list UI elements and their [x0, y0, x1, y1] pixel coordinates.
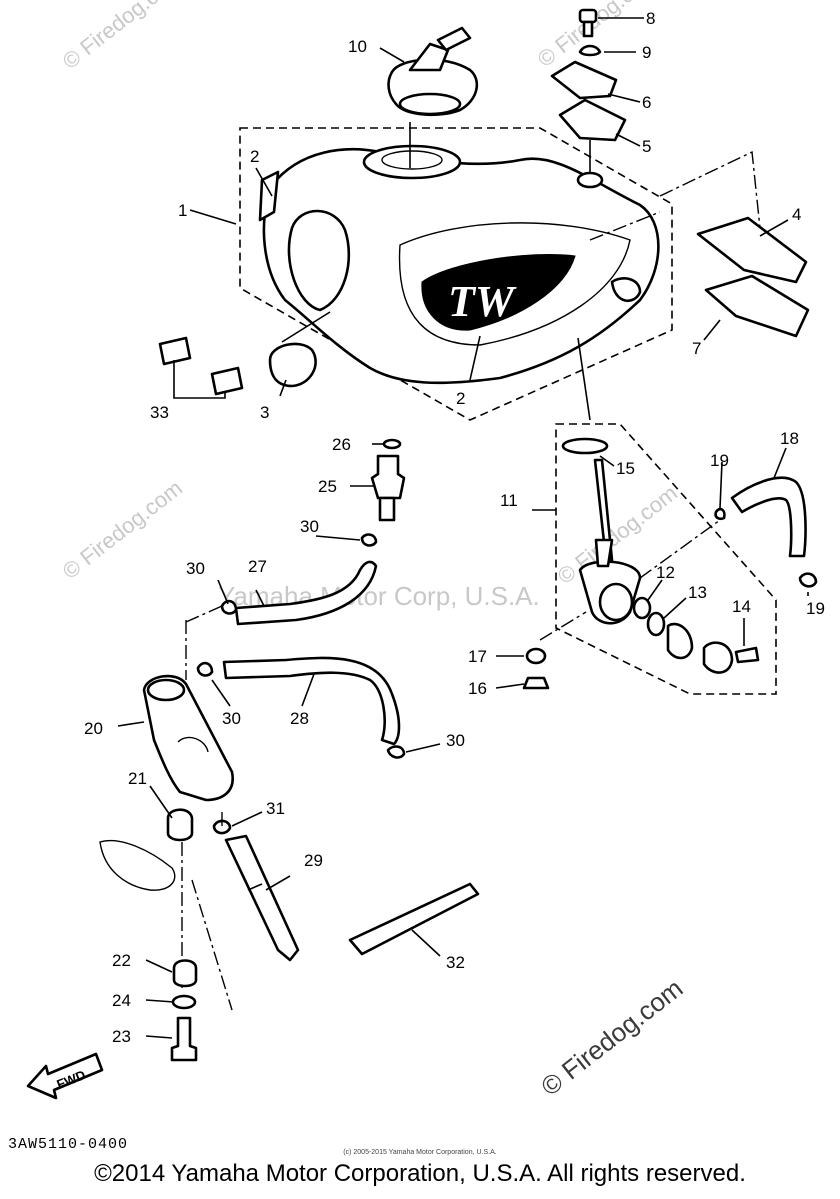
tank-side-contour [398, 222, 631, 346]
callout-15: 15 [616, 459, 635, 478]
hose-27 [234, 560, 378, 626]
pad-33b [210, 366, 244, 396]
tank-logo-text: TW [448, 277, 517, 326]
washer-24 [171, 994, 197, 1010]
o-ring-15 [561, 437, 609, 455]
callout-27: 27 [248, 557, 267, 576]
clip-19a [714, 507, 726, 521]
small-pads [158, 311, 331, 399]
fwd-arrow: FWD [26, 1052, 104, 1100]
callout-26: 26 [332, 435, 351, 454]
callout-6: 6 [642, 93, 651, 112]
lever-plate [666, 622, 694, 660]
clip-30a [360, 533, 378, 547]
callout-18: 18 [780, 429, 799, 448]
fuel-cock-strainer [593, 458, 614, 562]
hose-18 [730, 476, 807, 558]
small-copyright: (c) 2005-2015 Yamaha Motor Corporation, … [343, 1149, 497, 1156]
fuel-lines-group [99, 438, 480, 1062]
hose-29 [224, 834, 300, 962]
hose-28 [222, 656, 401, 746]
callout-19b: 19 [806, 599, 825, 618]
callout-22: 22 [112, 951, 131, 970]
callout-1: 1 [178, 201, 187, 220]
strap-32 [348, 882, 480, 956]
callout-30b: 30 [186, 559, 205, 578]
callout-9: 9 [642, 43, 651, 62]
callout-16: 16 [468, 679, 487, 698]
gasket-13 [646, 611, 666, 637]
cap-26 [382, 438, 402, 450]
callout-5: 5 [642, 137, 651, 156]
tank-knee-recess [287, 209, 351, 312]
grommet [576, 171, 604, 189]
callout-31: 31 [266, 799, 285, 818]
callout-17: 17 [468, 647, 487, 666]
callout-30a: 30 [300, 517, 319, 536]
callout-23: 23 [112, 1027, 131, 1046]
callout-21: 21 [128, 769, 147, 788]
tank-mounting-hardware [550, 8, 810, 338]
callout-33: 33 [150, 403, 169, 422]
lever-cover [702, 641, 734, 674]
callout-2a: 2 [250, 147, 259, 166]
clip-19b [798, 572, 818, 588]
clip-31 [212, 819, 232, 835]
damper-21 [166, 808, 194, 842]
callout-30c: 30 [222, 709, 241, 728]
fuel-cock-boundary [555, 423, 777, 695]
callout-4: 4 [792, 205, 801, 224]
frame-bracket-sketch [99, 839, 176, 891]
pad-33a [158, 336, 192, 366]
watermark-firedog-bottom-right: © Firedog.com [535, 973, 688, 1102]
watermark-firedog-top-left: © Firedog.com [58, 0, 187, 74]
collar-22 [172, 959, 198, 988]
tank-group-boundary [239, 127, 673, 421]
bolt-8 [578, 8, 598, 24]
callout-11: 11 [500, 491, 518, 510]
callout-25: 25 [318, 477, 337, 496]
filler-neck-inner [381, 150, 443, 170]
callout-28: 28 [290, 709, 309, 728]
o-ring-12 [632, 596, 652, 620]
callout-7: 7 [692, 339, 701, 358]
washer-17 [525, 647, 547, 665]
callout-leaders [117, 17, 809, 1039]
clip-30b [220, 599, 238, 615]
callout-19a: 19 [710, 451, 729, 470]
drain-bolt-16 [522, 676, 550, 690]
callout-12: 12 [656, 563, 675, 582]
clip-30d [386, 745, 406, 759]
callout-2b: 2 [456, 389, 465, 408]
clip-30c [196, 661, 214, 677]
valve-25 [370, 454, 406, 500]
copyright-notice: ©2014 Yamaha Motor Corporation, U.S.A. A… [94, 1160, 746, 1187]
callout-10: 10 [348, 37, 367, 56]
fuel-cap [387, 26, 479, 168]
damper-4 [696, 216, 808, 284]
damper-5 [558, 98, 627, 142]
diagram-code: 3AW5110-0400 [8, 1136, 129, 1153]
callout-30d: 30 [446, 731, 465, 750]
screw-14 [734, 646, 760, 664]
plate-7 [704, 274, 810, 338]
callout-20: 20 [84, 719, 103, 738]
bolt-23 [170, 1016, 198, 1062]
washer-9 [578, 44, 602, 57]
callout-14: 14 [732, 597, 751, 616]
watermark-firedog-mid-left: © Firedog.com [58, 475, 187, 584]
callout-32: 32 [446, 953, 465, 972]
callout-24: 24 [112, 991, 131, 1010]
pad-3 [268, 342, 317, 388]
tank-logo-plate [421, 253, 576, 331]
fuel-cock-group [522, 337, 818, 695]
callout-3: 3 [260, 403, 269, 422]
callout-8: 8 [646, 9, 655, 28]
callout-29: 29 [304, 851, 323, 870]
callout-numbers: 1 2 2 3 4 5 6 7 8 9 10 11 12 13 14 15 16… [84, 9, 825, 1046]
tank-mounting-tab [610, 277, 642, 302]
damper-6 [550, 60, 618, 100]
callout-13: 13 [688, 583, 707, 602]
